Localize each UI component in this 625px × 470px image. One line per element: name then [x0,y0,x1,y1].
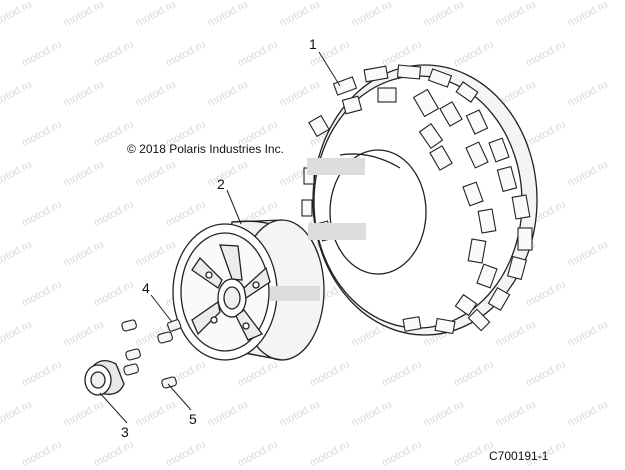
tread-lugs [301,64,533,335]
callout-1: 1 [309,36,317,52]
brand-marks [270,158,366,301]
leader-lines [99,51,341,424]
valve-stem [167,319,182,332]
callout-4: 4 [142,280,150,296]
callout-5: 5 [189,411,197,427]
callout-2: 2 [217,176,225,192]
copyright-notice: © 2018 Polaris Industries Inc. [127,142,284,156]
callout-3: 3 [121,424,129,440]
lug-nuts [121,319,177,389]
wheel-rim [172,219,325,361]
tire [301,64,538,336]
figure-code: C700191-1 [489,449,549,463]
center-cap [84,359,125,396]
